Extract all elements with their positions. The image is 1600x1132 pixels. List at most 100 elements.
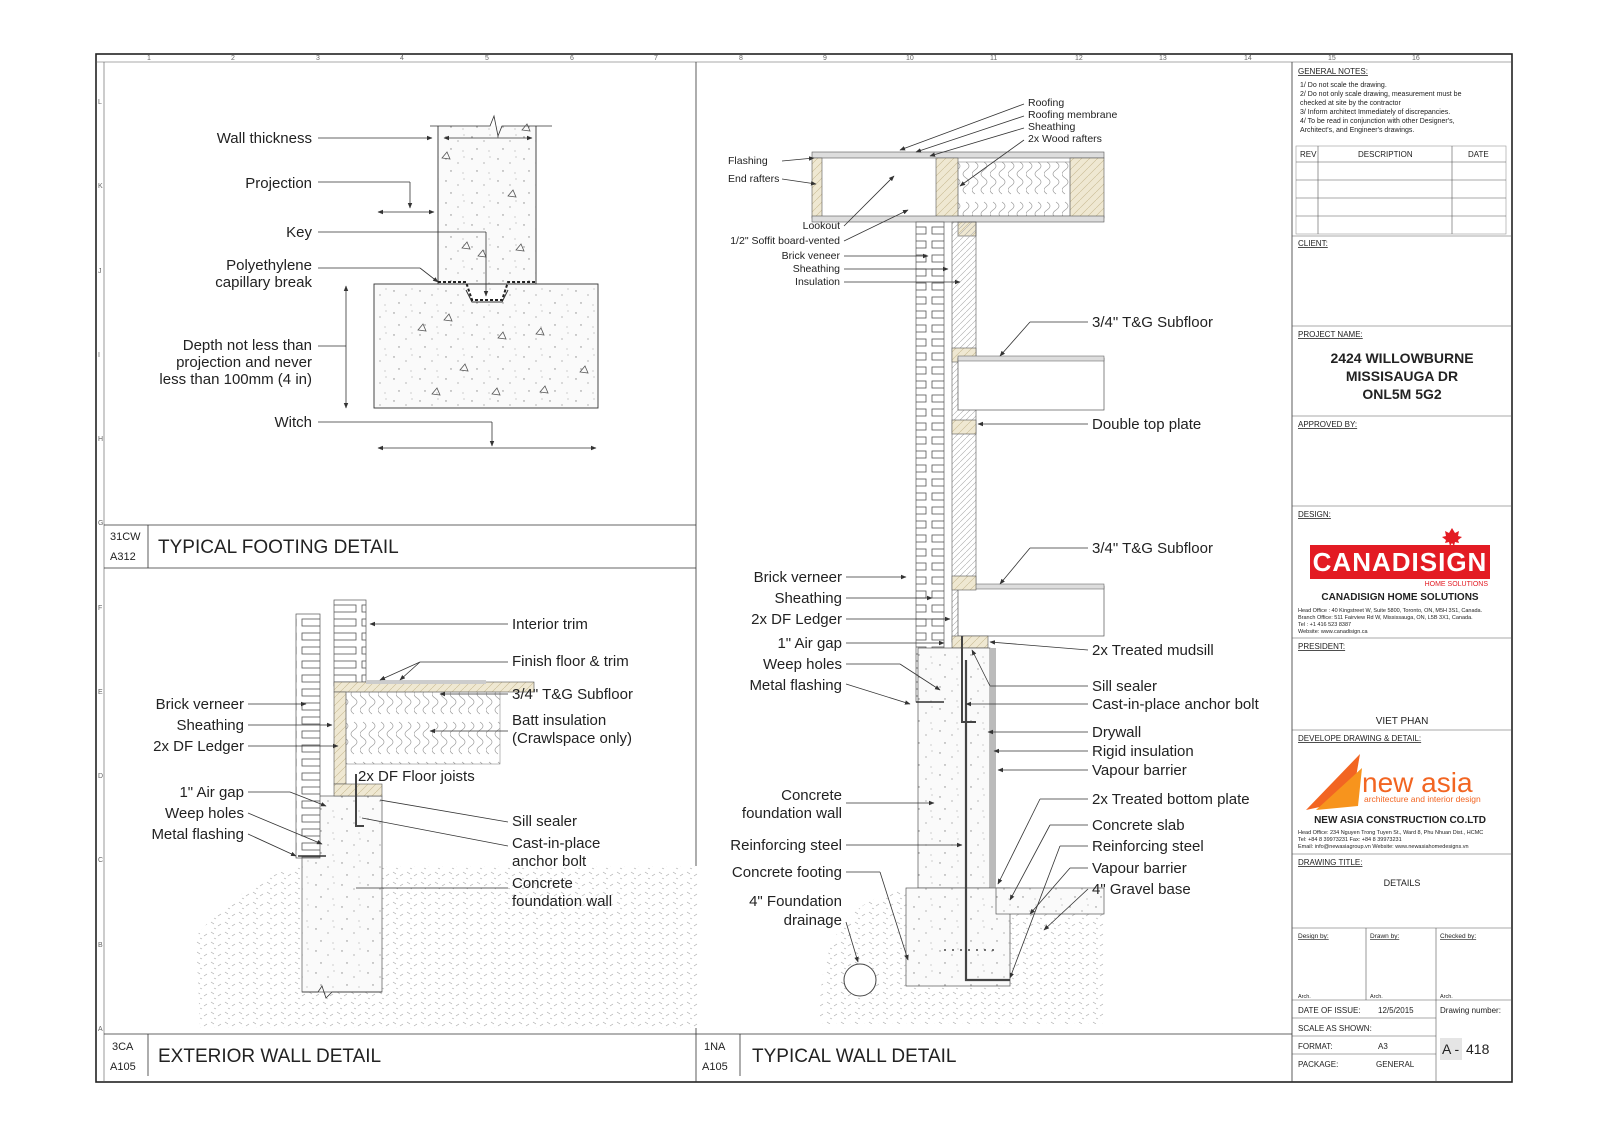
leader-roofing <box>899 103 1025 151</box>
leader-soffit <box>843 209 909 242</box>
newasia-logo-text: new asia <box>1362 767 1473 798</box>
label-ext-sill-sealer: Sill sealer <box>512 813 577 830</box>
label-soffit: 1/2" Soffit board-vented <box>730 235 840 247</box>
newasia-info-2: Tel: +84 8 39973231 Fax: +84 8 39973231 <box>1298 837 1402 843</box>
label-bottom-plate: 2x Treated bottom plate <box>1092 791 1250 808</box>
label-rigid-insulation: Rigid insulation <box>1092 743 1194 760</box>
leader-typ-left-footing-end <box>879 871 909 961</box>
date-of-issue-value: 12/5/2015 <box>1378 1006 1414 1015</box>
leader-subfloor-2-end <box>999 547 1031 585</box>
canadisign-company-name: CANADISIGN HOME SOLUTIONS <box>1321 592 1479 603</box>
label-gravel-base: 4" Gravel base <box>1092 881 1191 898</box>
grid-col-4: 4 <box>400 55 404 62</box>
grid-row-E: E <box>98 689 103 696</box>
note-3: checked at site by the contractor <box>1300 100 1401 107</box>
grid-row-A: A <box>98 1026 103 1033</box>
leader-typ-steel-end <box>1009 845 1061 979</box>
grid-col-8: 8 <box>739 55 743 62</box>
wall-break-line <box>430 114 552 138</box>
label-typ-subfloor-2: 3/4" T&G Subfloor <box>1092 540 1213 557</box>
note-6: Architect's, and Engineer's drawings. <box>1300 127 1414 134</box>
label-polyethylene: Polyethylene <box>226 257 312 274</box>
newasia-logo: new asia architecture and interior desig… <box>1306 754 1481 810</box>
label-projection: Projection <box>245 175 312 192</box>
checked-by-arch: Arch. <box>1440 994 1453 1000</box>
grid-row-F: F <box>98 605 102 612</box>
grid-col-2: 2 <box>231 55 235 62</box>
label-ext-found-1: Concrete <box>512 875 573 892</box>
label-depth-1: Depth not less than <box>183 337 312 354</box>
label-typ-left-airgap: 1" Air gap <box>777 635 842 652</box>
label-typ-left-drain-1: 4" Foundation <box>749 893 842 910</box>
label-ext-anchor-2: anchor bolt <box>512 853 587 870</box>
canadisign-info-2: Branch Office: 511 Fairview Rd W, Missis… <box>1298 615 1473 621</box>
grid-col-16: 16 <box>1412 55 1420 62</box>
label-typ-left-drain-2: drainage <box>784 912 842 929</box>
canadisign-info-4: Website: www.canadisign.ca <box>1298 629 1369 635</box>
checked-by-label: Checked by: <box>1440 933 1476 940</box>
grid-row-G: G <box>98 520 103 527</box>
grid-row-I: I <box>98 352 100 359</box>
leader-vapour-2-end <box>1029 867 1071 915</box>
leader-lookout <box>843 175 895 227</box>
leader-subfloor-1-end <box>999 321 1031 357</box>
label-capillary-break: capillary break <box>215 274 312 291</box>
label-ext-ledger: 2x DF Ledger <box>153 738 244 755</box>
sheet-border <box>95 53 1513 1083</box>
exterior-ref-top: 3CA <box>112 1041 134 1053</box>
label-roof-sheathing: Sheathing <box>1028 121 1075 133</box>
label-ext-subfloor: 3/4" T&G Subfloor <box>512 686 633 703</box>
project-name-heading: PROJECT NAME: <box>1298 330 1363 339</box>
description-header: DESCRIPTION <box>1358 150 1413 159</box>
grid-col-7: 7 <box>654 55 658 62</box>
ceiling-board <box>811 215 1105 223</box>
leader-bottom-plate-end <box>997 798 1041 885</box>
canadisign-info-3: Tel : +1 416 523 8387 <box>1298 622 1351 628</box>
label-typ-subfloor-1: 3/4" T&G Subfloor <box>1092 314 1213 331</box>
title-block: GENERAL NOTES: 1/ Do not scale the drawi… <box>1292 67 1512 1082</box>
leader-ext-weep <box>247 812 323 845</box>
exterior-ledger <box>333 691 347 785</box>
label-typ-left-flashing: Metal flashing <box>749 677 842 694</box>
exterior-finish-floor <box>366 680 486 684</box>
grid-row-L: L <box>98 99 102 106</box>
upper-subfloor <box>957 355 1105 362</box>
label-batt-2: (Crawlspace only) <box>512 730 632 747</box>
label-flashing: Flashing <box>728 155 768 167</box>
label-batt-1: Batt insulation <box>512 712 606 729</box>
label-typ-left-ledger: 2x DF Ledger <box>751 611 842 628</box>
drawing-number-value: 418 <box>1466 1041 1490 1057</box>
label-typ-insulation: Insulation <box>795 276 840 288</box>
grid-row-C: C <box>98 857 103 864</box>
label-ext-weep: Weep holes <box>165 805 244 822</box>
leader-ext-flashing <box>247 833 297 857</box>
end-rafter <box>811 157 823 219</box>
label-typ-anchor-bolt: Cast-in-place anchor bolt <box>1092 696 1260 713</box>
foundation-drain-pipe <box>843 963 877 997</box>
grid-row-B: B <box>98 942 103 949</box>
design-by-arch: Arch. <box>1298 994 1311 1000</box>
exterior-wall-stud <box>333 599 367 687</box>
typical-brick-veneer <box>915 221 945 703</box>
maple-leaf-icon <box>1442 528 1462 546</box>
date-of-issue-label: DATE OF ISSUE: <box>1298 1006 1361 1015</box>
drawing-number-prefix: A - <box>1442 1041 1459 1057</box>
label-ext-found-2: foundation wall <box>512 893 612 910</box>
leader-flashing <box>781 156 815 162</box>
wall-top-block <box>935 157 959 219</box>
newasia-info-1: Head Office: 234 Nguyen Trong Tuyen St.,… <box>1298 830 1483 836</box>
label-typ-left-steel: Reinforcing steel <box>730 837 842 854</box>
label-typ-left-weep: Weep holes <box>763 656 842 673</box>
grid-row-J: J <box>98 268 102 275</box>
label-end-rafters: End rafters <box>728 173 779 185</box>
newasia-company-name: NEW ASIA CONSTRUCTION CO.LTD <box>1314 815 1486 826</box>
leader-typ-left-drain <box>845 921 859 963</box>
leader-slab-end <box>1009 824 1051 901</box>
project-line-2: MISSISAUGA DR <box>1346 368 1458 384</box>
label-vapour-barrier-1: Vapour barrier <box>1092 762 1187 779</box>
client-heading: CLIENT: <box>1298 239 1328 248</box>
leader-roof-sheathing <box>929 127 1025 157</box>
label-concrete-slab: Concrete slab <box>1092 817 1185 834</box>
rigid-insulation <box>990 648 996 888</box>
label-lookout: Lookout <box>803 220 840 232</box>
